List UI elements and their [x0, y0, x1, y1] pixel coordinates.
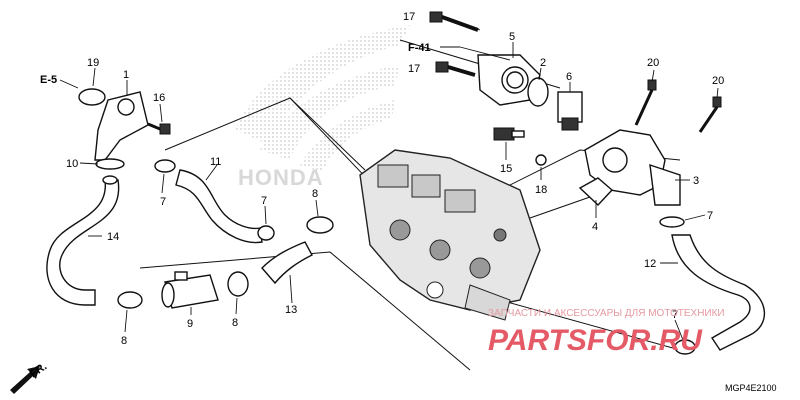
o-ring-2	[527, 77, 549, 107]
bolt-20-right	[698, 96, 722, 133]
clamp-7-bottom-right	[674, 339, 696, 355]
callout-7-a: 7	[160, 196, 166, 208]
ref-f41: F-41	[408, 42, 431, 54]
callout-4: 4	[592, 221, 598, 233]
callout-8-b: 8	[121, 335, 127, 347]
callout-18: 18	[535, 184, 547, 196]
thermostat-cover-5	[477, 54, 541, 106]
washer-18	[535, 154, 547, 166]
callout-19: 19	[87, 57, 99, 69]
callout-6: 6	[566, 71, 572, 83]
honda-brand-watermark: HONDA	[238, 165, 324, 190]
gasket-4	[578, 177, 614, 206]
callout-9: 9	[187, 318, 193, 330]
callout-7-d: 7	[672, 309, 678, 321]
bolt-20-left	[634, 79, 657, 126]
callout-20-b: 20	[712, 75, 724, 87]
hose-13	[261, 241, 313, 285]
callout-16: 16	[153, 92, 165, 104]
drawing-code: MGP4E2100	[725, 383, 777, 393]
thermostat-6	[557, 91, 583, 131]
bolt-17-upper	[429, 11, 479, 32]
callout-2: 2	[540, 57, 546, 69]
callout-10: 10	[66, 158, 78, 170]
shop-caption: ЗАПЧАСТИ И АКСЕССУАРЫ ДЛЯ МОТОТЕХНИКИ	[488, 308, 725, 319]
o-ring-19	[78, 88, 106, 106]
hose-12	[671, 234, 766, 351]
hose-14	[46, 175, 120, 306]
engine-cylinder-head	[359, 149, 541, 321]
clamp-10	[95, 158, 125, 170]
callout-14: 14	[107, 231, 119, 243]
callout-1: 1	[123, 69, 129, 81]
callout-7-c: 7	[707, 210, 713, 222]
clamp-7-mid	[257, 225, 275, 241]
clamp-8-left	[117, 291, 143, 309]
callout-7-b: 7	[261, 195, 267, 207]
callout-17-a: 17	[403, 11, 415, 23]
reference-labels: E-5 F-41	[40, 42, 431, 86]
bolt-16	[147, 122, 171, 135]
callout-8-c: 8	[232, 317, 238, 329]
callout-11: 11	[210, 156, 221, 168]
callout-20-a: 20	[647, 57, 659, 69]
callout-15: 15	[500, 163, 512, 175]
bolt-17-lower	[435, 61, 476, 77]
leader-lines	[59, 16, 719, 341]
ref-e5: E-5	[40, 74, 57, 86]
callout-labels: 1 2 3 4 5 6 7 7 7 7 8 8 8 9 10 11 12 13 …	[66, 11, 724, 347]
callout-5: 5	[509, 31, 515, 43]
clamp-7-right	[659, 216, 685, 228]
shop-watermark: ЗАПЧАСТИ И АКСЕССУАРЫ ДЛЯ МОТОТЕХНИКИ PA…	[488, 308, 725, 357]
callout-8-a: 8	[312, 188, 318, 200]
honda-wing-watermark: HONDA	[235, 25, 410, 190]
callout-3: 3	[693, 175, 699, 187]
pipe-9	[161, 271, 219, 309]
water-joint-1	[94, 91, 149, 161]
clamp-7-left	[154, 159, 176, 173]
callout-13: 13	[285, 304, 297, 316]
sensor-15	[493, 127, 525, 141]
clamp-8-mid	[306, 216, 334, 234]
shop-logo: PARTSFOR.RU	[488, 324, 703, 357]
clamp-8-bottom	[227, 271, 249, 297]
callout-17-b: 17	[408, 63, 420, 75]
forward-arrow: FR.	[10, 360, 49, 394]
callout-12: 12	[644, 258, 656, 270]
